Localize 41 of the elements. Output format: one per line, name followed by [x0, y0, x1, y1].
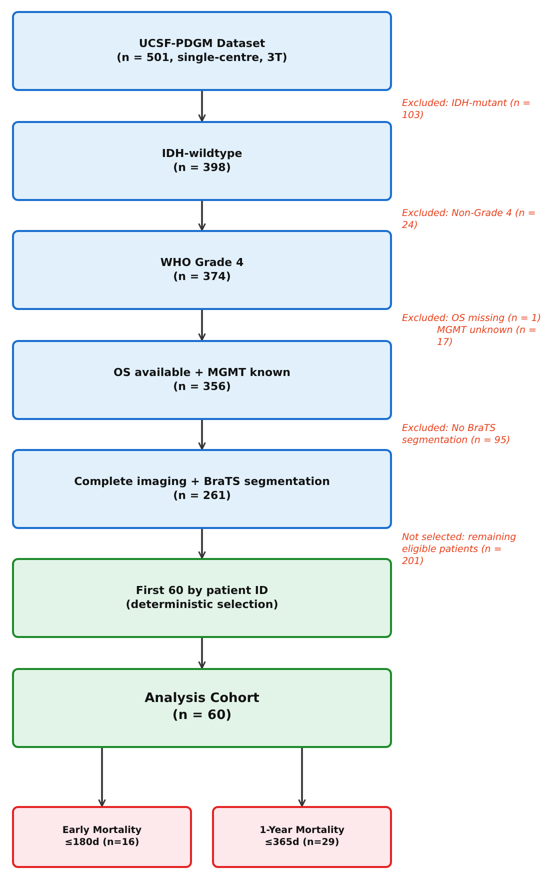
arrow — [198, 91, 206, 122]
arrow — [198, 420, 206, 450]
process-box — [212, 806, 392, 868]
process-box — [12, 558, 392, 638]
count-text: (n = 356) — [173, 380, 231, 394]
arrow — [198, 310, 206, 341]
process-box — [12, 230, 392, 310]
box-title: 1-Year Mortality — [260, 824, 344, 837]
box-title: OS available + MGMT known — [113, 366, 290, 380]
exclusion-note: Excluded: Non-Grade 4 (n = 24) — [402, 208, 537, 232]
process-box — [12, 121, 392, 201]
arrow — [198, 201, 206, 231]
arrow — [298, 748, 306, 807]
count-text: (n = 398) — [173, 161, 231, 176]
exclusion-note: Excluded: OS missing (n = 1) — [402, 313, 542, 325]
exclusion-note: Excluded: IDH-mutant (n = 103) — [402, 98, 532, 122]
count-text: ≤365d (n=29) — [264, 837, 340, 850]
box-title: Early Mortality — [62, 824, 142, 837]
box-title: WHO Grade 4 — [160, 256, 244, 270]
arrow — [198, 529, 206, 559]
box-title: First 60 by patient ID — [136, 584, 268, 598]
count-text: (n = 261) — [173, 489, 231, 504]
box-title: IDH-wildtype — [162, 146, 242, 161]
count-text: ≤180d (n=16) — [64, 837, 140, 850]
exclusion-note: Excluded: No BraTS segmentation (n = 95) — [402, 423, 512, 447]
arrow — [198, 638, 206, 669]
process-box — [12, 11, 392, 91]
count-text: (n = 501, single-centre, 3T) — [116, 51, 288, 66]
count-text: (n = 60) — [172, 708, 232, 725]
process-box — [12, 806, 192, 868]
box-title: Complete imaging + BraTS segmentation — [74, 474, 330, 489]
process-box — [12, 449, 392, 529]
arrow — [98, 748, 106, 807]
process-box — [12, 340, 392, 420]
count-text: (deterministic selection) — [126, 598, 278, 612]
exclusion-note: Not selected: remaining eligible patients (n = 201) — [402, 532, 518, 568]
box-title: Analysis Cohort — [144, 691, 260, 708]
exclusion-note: MGMT unknown (n = 17) — [437, 325, 538, 349]
box-title: UCSF-PDGM Dataset — [138, 36, 266, 51]
count-text: (n = 374) — [173, 270, 231, 284]
process-box — [12, 668, 392, 748]
